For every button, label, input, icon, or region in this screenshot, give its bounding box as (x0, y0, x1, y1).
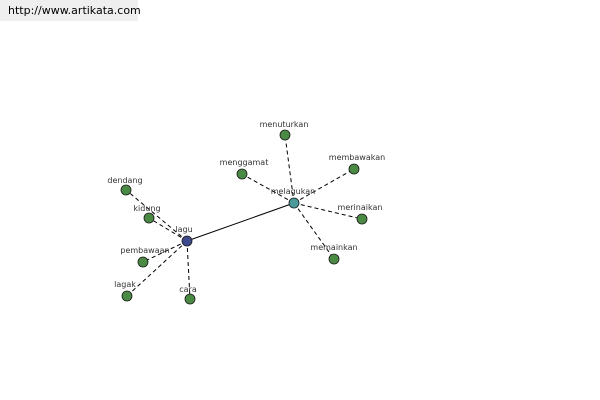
node-pembawaan[interactable] (137, 256, 149, 268)
node-label-menuturkan: menuturkan (260, 120, 309, 129)
edge-lagu-melagukan (186, 202, 295, 242)
node-menuturkan[interactable] (279, 129, 291, 141)
edge-lagu-pembawaan (142, 240, 188, 263)
node-label-cara: cara (179, 285, 197, 294)
edge-melagukan-memainkan (293, 202, 335, 260)
edge-lagu-dendang (125, 189, 188, 242)
node-label-dendang: dendang (107, 176, 142, 185)
edge-melagukan-menggamat (241, 173, 295, 204)
edge-melagukan-membawakan (293, 168, 355, 204)
edge-melagukan-menuturkan (284, 134, 295, 204)
node-dendang[interactable] (120, 184, 132, 196)
node-label-menggamat: menggamat (220, 158, 269, 167)
source-url-bar: http://www.artikata.com (0, 0, 141, 21)
node-memainkan[interactable] (328, 253, 340, 265)
node-cara[interactable] (184, 293, 196, 305)
node-label-membawakan: membawakan (329, 153, 385, 162)
edge-lagu-cara (186, 240, 191, 300)
node-label-merinaikan: merinaikan (338, 203, 383, 212)
source-url-link[interactable]: http://www.artikata.com (8, 4, 141, 17)
labels-layer: lagu melagukan dendang kidung pembawaan lagak… (107, 120, 385, 294)
node-membawakan[interactable] (348, 163, 360, 175)
node-menggamat[interactable] (236, 168, 248, 180)
node-merinaikan[interactable] (356, 213, 368, 225)
node-label-pembawaan: pembawaan (120, 246, 169, 255)
node-label-memainkan: memainkan (310, 243, 357, 252)
node-melagukan[interactable] (288, 197, 300, 209)
node-kidung[interactable] (143, 212, 155, 224)
node-lagu[interactable] (181, 235, 193, 247)
edge-melagukan-merinaikan (293, 202, 363, 220)
node-label-lagak: lagak (114, 280, 136, 289)
node-label-lagu: lagu (175, 225, 192, 234)
edge-lagu-kidung (148, 217, 188, 242)
node-label-kidung: kidung (133, 204, 160, 213)
edges-layer (125, 134, 363, 300)
node-label-melagukan: melagukan (271, 187, 315, 196)
node-lagak[interactable] (121, 290, 133, 302)
nodes-layer (120, 129, 368, 305)
